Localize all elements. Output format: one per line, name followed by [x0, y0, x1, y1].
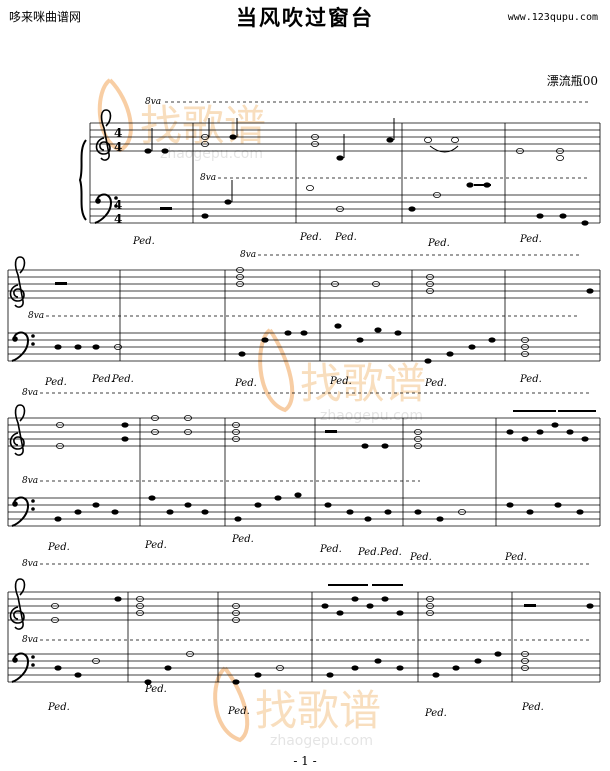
- svg-text:4: 4: [114, 198, 122, 212]
- svg-text:Ped.: Ped.: [379, 547, 402, 558]
- page-title: 当风吹过窗台: [236, 5, 374, 30]
- svg-text:Ped.: Ped.: [91, 374, 114, 385]
- system-4: 8va 8va Ped. Ped. Ped. Pe: [7, 559, 601, 719]
- svg-text:Ped.: Ped.: [234, 378, 257, 389]
- svg-text:Ped.: Ped.: [424, 708, 447, 719]
- svg-text:Ped.: Ped.: [299, 232, 322, 243]
- svg-text:zhaogepu.com: zhaogepu.com: [160, 146, 263, 162]
- svg-text:Ped.: Ped.: [329, 376, 352, 387]
- svg-text:8va: 8va: [200, 173, 216, 183]
- svg-text:Ped.: Ped.: [47, 702, 70, 713]
- svg-text:Ped.: Ped.: [504, 552, 527, 563]
- svg-text:Ped.: Ped.: [47, 542, 70, 553]
- svg-text:4: 4: [114, 126, 122, 140]
- system-2: 8va 8va Ped. Ped. Ped. Ped. Ped. Ped. Pe…: [7, 250, 601, 389]
- svg-text:8va: 8va: [22, 559, 38, 569]
- svg-text:zhaogepu.com: zhaogepu.com: [320, 408, 423, 424]
- watermark-bottom: 找歌谱 zhaogepu.com: [213, 666, 381, 749]
- staff-bass-1: [90, 194, 600, 224]
- staff-treble-1: [90, 122, 600, 152]
- svg-text:Ped.: Ped.: [427, 238, 450, 249]
- page-number: - 1 -: [293, 754, 317, 768]
- svg-text:Ped.: Ped.: [357, 547, 380, 558]
- system-1: 4 4 4 4 8va 8va: [79, 97, 601, 249]
- svg-text:8va: 8va: [22, 388, 38, 398]
- svg-text:Ped.: Ped.: [132, 236, 155, 247]
- svg-text:找歌谱: 找歌谱: [140, 101, 266, 150]
- svg-text:8va: 8va: [28, 311, 44, 321]
- svg-text:Ped.: Ped.: [334, 232, 357, 243]
- svg-text:Ped.: Ped.: [319, 544, 342, 555]
- svg-text:Ped.: Ped.: [521, 702, 544, 713]
- svg-text:Ped.: Ped.: [227, 706, 250, 717]
- svg-text:Ped.: Ped.: [519, 374, 542, 385]
- svg-text:8va: 8va: [240, 250, 256, 260]
- watermark-top: 找歌谱 zhaogepu.com: [97, 78, 266, 162]
- svg-text:Ped.: Ped.: [144, 540, 167, 551]
- site-name: 哆来咪曲谱网: [9, 10, 82, 24]
- svg-text:Ped.: Ped.: [144, 684, 167, 695]
- svg-text:Ped.: Ped.: [424, 378, 447, 389]
- svg-text:Ped.: Ped.: [409, 552, 432, 563]
- arranger-credit: 漂流瓶00: [546, 74, 598, 88]
- svg-text:4: 4: [114, 140, 122, 154]
- svg-text:找歌谱: 找歌谱: [300, 359, 426, 408]
- svg-text:Ped.: Ped.: [231, 534, 254, 545]
- svg-text:找歌谱: 找歌谱: [255, 686, 381, 735]
- svg-text:zhaogepu.com: zhaogepu.com: [270, 733, 373, 749]
- svg-text:Ped.: Ped.: [44, 377, 67, 388]
- svg-text:Ped.: Ped.: [519, 234, 542, 245]
- svg-text:Ped.: Ped.: [111, 374, 134, 385]
- system-3: 8va 8va Ped. Ped. Ped.: [7, 388, 601, 563]
- svg-text:8va: 8va: [22, 635, 38, 645]
- watermark-middle: 找歌谱 zhaogepu.com: [258, 328, 426, 424]
- svg-text:8va: 8va: [145, 97, 161, 107]
- svg-text:4: 4: [114, 212, 122, 226]
- site-url: www.123qupu.com: [507, 12, 598, 23]
- svg-text:8va: 8va: [22, 476, 38, 486]
